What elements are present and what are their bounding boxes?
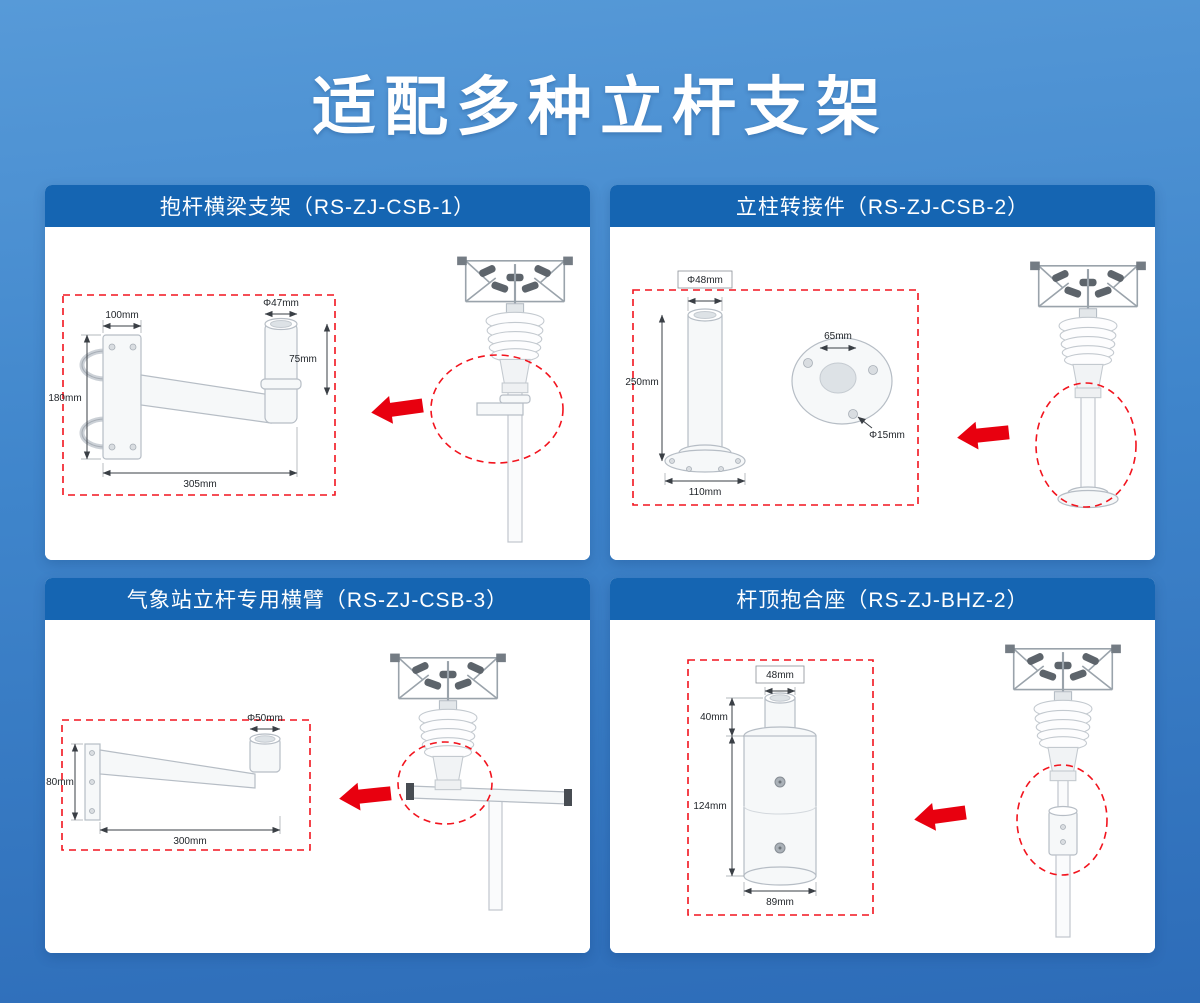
highlight-ellipse	[1035, 382, 1137, 508]
highlight-ellipse	[1016, 764, 1108, 876]
bhz2-figure: 48mm 40mm 124mm 89	[687, 643, 1122, 938]
dim-top-height: 40mm	[700, 712, 728, 723]
pole-beam-bracket-diagram	[79, 317, 302, 460]
dim-tube-dia: Φ47mm	[263, 298, 299, 309]
card-csb1-header: 抱杆横梁支架（RS-ZJ-CSB-1）	[45, 185, 590, 227]
card-bhz2-title: 杆顶抱合座（RS-ZJ-BHZ-2）	[736, 589, 1029, 612]
highlight-rect	[61, 719, 311, 851]
highlight-ellipse	[430, 354, 564, 464]
card-csb1-body: 100mm Φ47mm 75mm 180mm 305mm	[45, 227, 590, 560]
highlight-rect	[632, 289, 919, 506]
card-csb2-title: 立柱转接件（RS-ZJ-CSB-2）	[735, 196, 1030, 219]
weather-station-figure	[1004, 643, 1122, 938]
weather-station-figure	[389, 652, 572, 911]
card-bhz2-body: 48mm 40mm 124mm 89	[610, 620, 1155, 953]
csb1-figure: 100mm Φ47mm 75mm 180mm 305mm	[48, 255, 574, 543]
dim-height: 250mm	[625, 377, 658, 388]
dim-height: 180mm	[48, 393, 81, 404]
dim-drop: 75mm	[289, 354, 317, 365]
highlight-rect	[62, 294, 336, 496]
card-csb3-body: Φ50mm 80mm 300mm	[45, 620, 590, 953]
pole-top-clamp-diagram	[743, 692, 817, 886]
page-title: 适配多种立杆支架	[312, 71, 888, 143]
weather-station-figure	[456, 255, 574, 543]
card-csb2: 立柱转接件（RS-ZJ-CSB-2）	[610, 185, 1155, 560]
card-csb3-header: 气象站立杆专用横臂（RS-ZJ-CSB-3）	[45, 578, 590, 620]
card-bhz2: 杆顶抱合座（RS-ZJ-BHZ-2）	[610, 578, 1155, 953]
column-adapter-diagram	[664, 308, 746, 473]
dim-base-width: 110mm	[689, 487, 722, 498]
card-csb1-title: 抱杆横梁支架（RS-ZJ-CSB-1）	[159, 196, 476, 219]
card-csb1: 抱杆横梁支架（RS-ZJ-CSB-1）	[45, 185, 590, 560]
dim-height: 80mm	[46, 777, 74, 788]
card-csb2-body: Φ48mm 250mm 110mm 65mm Φ15mm	[610, 227, 1155, 560]
highlight-rect	[687, 659, 874, 916]
flange-disc-diagram	[791, 337, 893, 425]
dim-length: 305mm	[183, 479, 216, 490]
highlight-ellipse	[397, 741, 493, 825]
card-bhz2-header: 杆顶抱合座（RS-ZJ-BHZ-2）	[610, 578, 1155, 620]
weather-station-figure	[1029, 260, 1147, 509]
red-arrow-icon	[914, 802, 967, 831]
bhz2-dimension-annotations: 48mm 40mm 124mm 89	[693, 665, 817, 908]
card-grid: 抱杆横梁支架（RS-ZJ-CSB-1）	[45, 185, 1155, 953]
card-csb3-title: 气象站立杆专用横臂（RS-ZJ-CSB-3）	[126, 589, 509, 612]
csb1-dimension-annotations: 100mm Φ47mm 75mm 180mm 305mm	[48, 298, 331, 490]
cross-arm-diagram	[84, 733, 281, 821]
card-csb3: 气象站立杆专用横臂（RS-ZJ-CSB-3）	[45, 578, 590, 953]
red-arrow-icon	[339, 782, 392, 811]
dim-plate-width: 100mm	[105, 310, 138, 321]
dim-flange-dia: 65mm	[824, 331, 852, 342]
dim-base-dia: 89mm	[766, 897, 794, 908]
dim-top-dia: 48mm	[766, 670, 794, 681]
csb3-dimension-annotations: Φ50mm 80mm 300mm	[46, 713, 283, 847]
csb2-dimension-annotations: Φ48mm 250mm 110mm 65mm Φ15mm	[625, 270, 905, 498]
dim-body-height: 124mm	[693, 801, 726, 812]
card-csb2-header: 立柱转接件（RS-ZJ-CSB-2）	[610, 185, 1155, 227]
csb3-figure: Φ50mm 80mm 300mm	[46, 652, 572, 911]
dim-cup-dia: Φ50mm	[247, 713, 283, 724]
red-arrow-icon	[957, 421, 1010, 450]
dim-tube-dia: Φ48mm	[687, 275, 723, 286]
dim-length: 300mm	[173, 836, 206, 847]
dim-hole-dia: Φ15mm	[869, 430, 905, 441]
red-arrow-icon	[371, 395, 424, 424]
csb2-figure: Φ48mm 250mm 110mm 65mm Φ15mm	[625, 260, 1147, 509]
